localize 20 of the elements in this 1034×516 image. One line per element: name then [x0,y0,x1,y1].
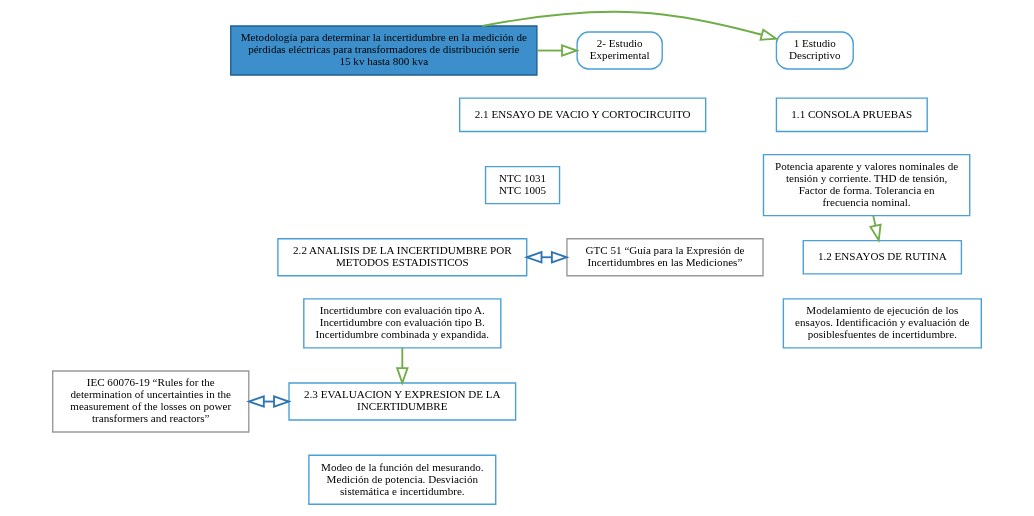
arrow [523,250,570,264]
node-box: Modeo de la función del mesurando. Medición de potencia. Desviación sistemática e incertidumbre. [308,454,497,505]
node-box: Potencia aparente y valores nominales de tensión y corriente. THD de tensión, Factor de forma. Tolerancia en frecuencia nominal. [762,153,971,217]
node-box: Metodología para determinar la incertidumbre en la medición de pérdidas eléctricas para transformadores de distribución serie 15 kv hasta 800 kva [230,25,538,76]
node-box: 1.1 CONSOLA PRUEBAS [775,97,928,133]
node-box: GTC 51 “Guía para la Expresión de Incertidumbres en las Mediciones” [566,238,764,277]
node-box: 2.1 ENSAYO DE VACIO Y CORTOCIRCUITO [458,97,707,133]
node-box: Incertidumbre con evaluación tipo A. Incertidumbre con evaluación tipo B. Incertidumbre combinada y expandida. [303,298,502,349]
arrow [246,395,292,409]
arrow [481,10,779,41]
node-box: IEC 60076-19 “Rules for the determination of uncertainties in the measurement of the losses on power transformers and reactors” [52,370,250,433]
node-box: 2- Estudio Experimental [576,31,663,70]
node-box: 2.3 EVALUACION Y EXPRESION DE LA INCERTIDUMBRE [288,382,517,421]
arrow [536,44,580,58]
node-box: 2.2 ANALISIS DE LA INCERTIDUMBRE POR METODOS ESTADISTICOS [277,238,528,277]
arrow [395,347,409,386]
node-box: Modelamiento de ejecución de los ensayos. Identificación y evaluación de posiblesfuentes de incertidumbre. [782,298,982,349]
node-box: 1 Estudio Descriptivo [775,31,854,70]
node-box: NTC 1031 NTC 1005 [484,165,561,205]
node-box: 1.2 ENSAYOS DE RUTINA [802,239,963,275]
